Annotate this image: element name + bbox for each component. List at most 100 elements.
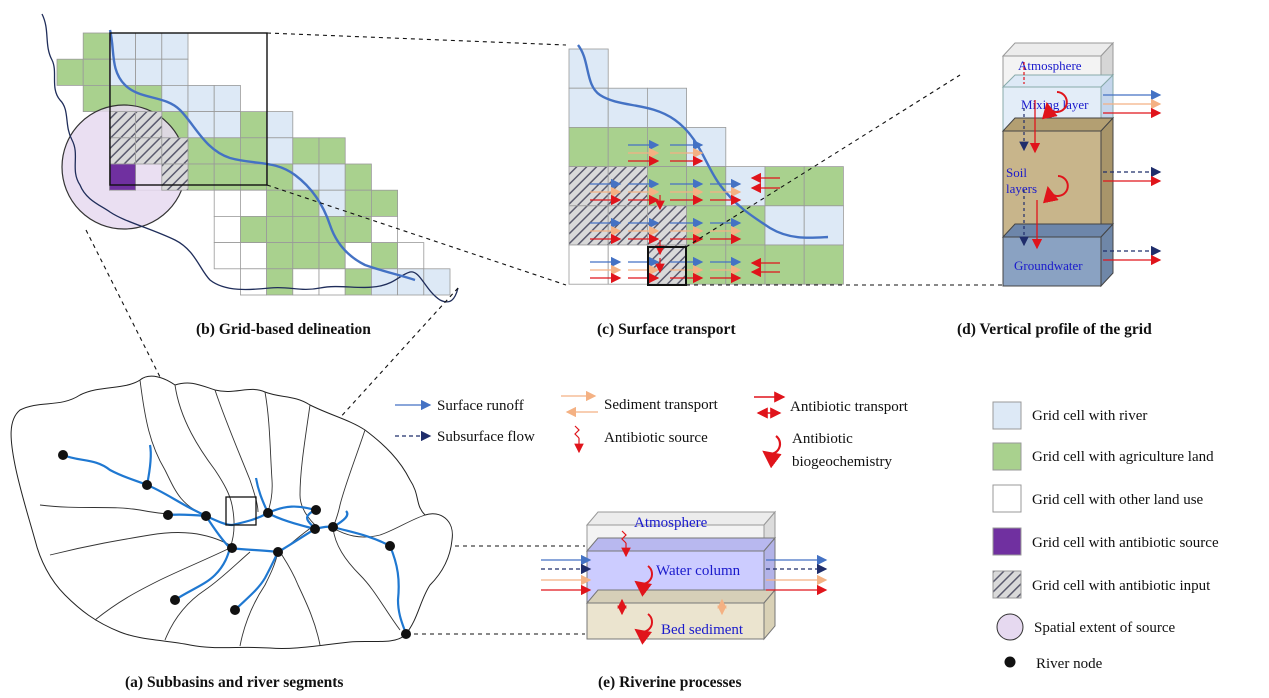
vertical-profile-panel: Atmosphere Mixing layer Soil layers Grou…	[957, 41, 1162, 338]
river-node	[142, 480, 152, 490]
legend-source-cell: Grid cell with antibiotic source	[1032, 535, 1219, 551]
grid-cell	[266, 163, 294, 191]
grid-cell	[318, 163, 346, 191]
legend-input-cell: Grid cell with antibiotic input	[1032, 578, 1211, 594]
legend-surface-runoff: Surface runoff	[437, 398, 524, 414]
grid-cell	[292, 242, 320, 270]
legend-antibiotic-transport: Antibiotic transport	[790, 399, 909, 415]
surface-grid-cell	[764, 244, 805, 285]
grid-cell	[213, 189, 241, 217]
caption-e: (e) Riverine processes	[598, 674, 741, 691]
grid-cell	[187, 163, 215, 191]
grid-cell	[292, 215, 320, 243]
grid-cell	[370, 215, 398, 243]
riverine-panel: Atmosphere Water column Bed sediment (e)…	[541, 510, 828, 691]
surface-grid-cells	[568, 48, 844, 285]
grid-cell	[266, 215, 294, 243]
grid-cell	[213, 242, 241, 270]
grid-cell	[213, 111, 241, 139]
grid-cell	[161, 137, 189, 165]
surface-grid-cell	[764, 166, 805, 207]
river-node	[311, 505, 321, 515]
grid-cell	[266, 137, 294, 165]
grid-cell	[187, 137, 215, 165]
legend-swatch-other	[992, 484, 1022, 513]
grid-cell	[370, 189, 398, 217]
grid-cell	[135, 137, 163, 165]
grid-cell	[266, 189, 294, 217]
surface-grid-cell	[764, 205, 805, 246]
river-node	[58, 450, 68, 460]
grid-cell	[109, 111, 137, 139]
surface-grid-cell	[568, 48, 609, 89]
process-legend: Surface runoff Subsurface flow Sediment …	[395, 390, 909, 470]
grid-cell	[82, 58, 110, 86]
grid-cell	[292, 268, 320, 296]
legend-biogeochemistry-2: biogeochemistry	[792, 454, 892, 470]
legend-river-node: River node	[1036, 656, 1103, 672]
grid-cell	[423, 268, 451, 296]
grid-cell	[344, 163, 372, 191]
river-node	[273, 547, 283, 557]
legend-antibiotic-source: Antibiotic source	[604, 430, 708, 446]
riverine-atmosphere-label: Atmosphere	[634, 515, 708, 531]
cell-legend: Grid cell with river Grid cell with agri…	[992, 401, 1219, 672]
source-cell-highlight	[647, 246, 687, 286]
grid-cell	[239, 189, 267, 217]
river-node	[230, 605, 240, 615]
river-node	[401, 629, 411, 639]
grid-cell	[318, 137, 346, 165]
surface-grid-cell	[647, 87, 688, 128]
catchment-boundary	[41, 13, 459, 303]
caption-c: (c) Surface transport	[597, 321, 736, 338]
bed-sediment	[586, 602, 765, 640]
grid-cell	[213, 215, 241, 243]
grid-cell	[239, 268, 267, 296]
legend-biogeochemistry-1: Antibiotic	[792, 431, 853, 447]
legend-swatch-source	[992, 527, 1022, 556]
caption-b: (b) Grid-based delineation	[196, 321, 371, 338]
river-node	[201, 511, 211, 521]
caption-a: (a) Subbasins and river segments	[125, 674, 343, 691]
river-node	[170, 595, 180, 605]
atmosphere-label: Atmosphere	[1018, 58, 1082, 73]
watershed-outline	[10, 375, 453, 649]
grid-cell	[239, 137, 267, 165]
caption-d: (d) Vertical profile of the grid	[957, 321, 1152, 338]
legend-swatch-node	[1004, 656, 1016, 668]
grid-delineation-panel: (b) Grid-based delineation	[41, 13, 459, 338]
legend-swatch-river	[992, 401, 1022, 430]
surface-grid-cell	[803, 166, 844, 207]
grid-cell	[318, 268, 346, 296]
surface-grid-cell	[568, 87, 609, 128]
water-column-label: Water column	[656, 563, 741, 579]
grid-cell	[161, 163, 189, 191]
river-node	[310, 524, 320, 534]
grid-cell	[239, 111, 267, 139]
legend-swatch-agri	[992, 442, 1022, 471]
legend-other-cell: Grid cell with other land use	[1032, 492, 1204, 508]
bed-sediment-label: Bed sediment	[661, 622, 744, 638]
grid-cell	[82, 85, 110, 113]
grid-cell	[344, 268, 372, 296]
soil-label-2: layers	[1006, 181, 1037, 196]
grid-cell	[344, 215, 372, 243]
legend-swatch-extent	[996, 613, 1024, 641]
grid-cell	[239, 215, 267, 243]
grid-cell	[266, 242, 294, 270]
grid-cell	[56, 58, 84, 86]
grid-cell	[397, 268, 425, 296]
subbasins-panel: (a) Subbasins and river segments	[10, 375, 453, 691]
grid-cell	[292, 137, 320, 165]
grid-cell	[135, 32, 163, 60]
legend-sediment-transport: Sediment transport	[604, 397, 719, 413]
hatched-cells	[109, 111, 189, 191]
river-node	[227, 543, 237, 553]
river-node	[385, 541, 395, 551]
grid-cell	[344, 189, 372, 217]
grid-cell	[109, 137, 137, 165]
river-node	[263, 508, 273, 518]
mixing-layer-label: Mixing layer	[1021, 97, 1089, 112]
grid-cell	[397, 242, 425, 270]
surface-grid-cell	[568, 127, 609, 168]
